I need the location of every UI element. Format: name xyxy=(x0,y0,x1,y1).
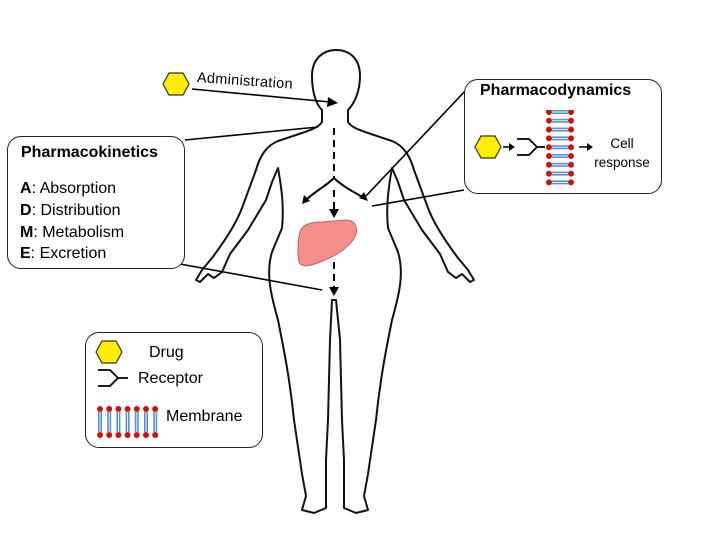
distribution-pathway xyxy=(305,128,365,290)
arrowheads xyxy=(302,192,368,296)
adme-text: : Absorption xyxy=(31,180,117,197)
legend-box: Drug Receptor Membrane xyxy=(85,332,263,448)
cell-response-label: Cell response xyxy=(587,134,657,172)
legend-receptor-label: Receptor xyxy=(138,370,203,387)
receptor-icon xyxy=(98,369,128,387)
pharmacodynamics-box: Pharmacodynamics Cell response xyxy=(464,79,662,194)
adme-letter: E xyxy=(20,245,31,262)
arrow-icon xyxy=(503,143,515,151)
legend-membrane-label: Membrane xyxy=(166,408,243,425)
adme-absorption: A: Absorption xyxy=(20,180,116,198)
receptor-icon xyxy=(517,138,545,156)
adme-letter: A xyxy=(20,180,32,197)
adme-text: : Distribution xyxy=(31,202,121,219)
drug-hexagon-icon xyxy=(95,340,123,364)
drug-hexagon-icon xyxy=(162,72,190,96)
drug-hexagon-icon xyxy=(474,135,502,159)
adme-excretion: E: Excretion xyxy=(20,245,106,263)
pharmacokinetics-box: Pharmacokinetics A: Absorption D: Distri… xyxy=(7,136,185,269)
drug-receptor-membrane-icon xyxy=(474,110,593,186)
adme-metabolism: M: Metabolism xyxy=(20,224,124,242)
adme-letter: D xyxy=(20,202,32,219)
legend-drug-label: Drug xyxy=(149,344,184,361)
pharmacokinetics-title: Pharmacokinetics xyxy=(21,144,158,161)
cell-label-line1: Cell xyxy=(610,136,634,151)
adme-letter: M xyxy=(20,224,34,241)
human-body-outline xyxy=(195,49,475,514)
liver-icon xyxy=(297,219,357,267)
arrow-icon xyxy=(579,143,593,151)
legend-icons xyxy=(95,340,159,438)
pharmacodynamics-title: Pharmacodynamics xyxy=(480,82,632,99)
membrane-icon xyxy=(97,406,159,438)
cell-label-line2: response xyxy=(594,155,650,170)
administration-arrow xyxy=(191,88,338,107)
adme-distribution: D: Distribution xyxy=(20,202,120,220)
membrane-icon xyxy=(546,110,574,186)
adme-text: : Excretion xyxy=(30,245,107,262)
adme-text: : Metabolism xyxy=(33,224,125,241)
connector-lines xyxy=(179,88,468,291)
